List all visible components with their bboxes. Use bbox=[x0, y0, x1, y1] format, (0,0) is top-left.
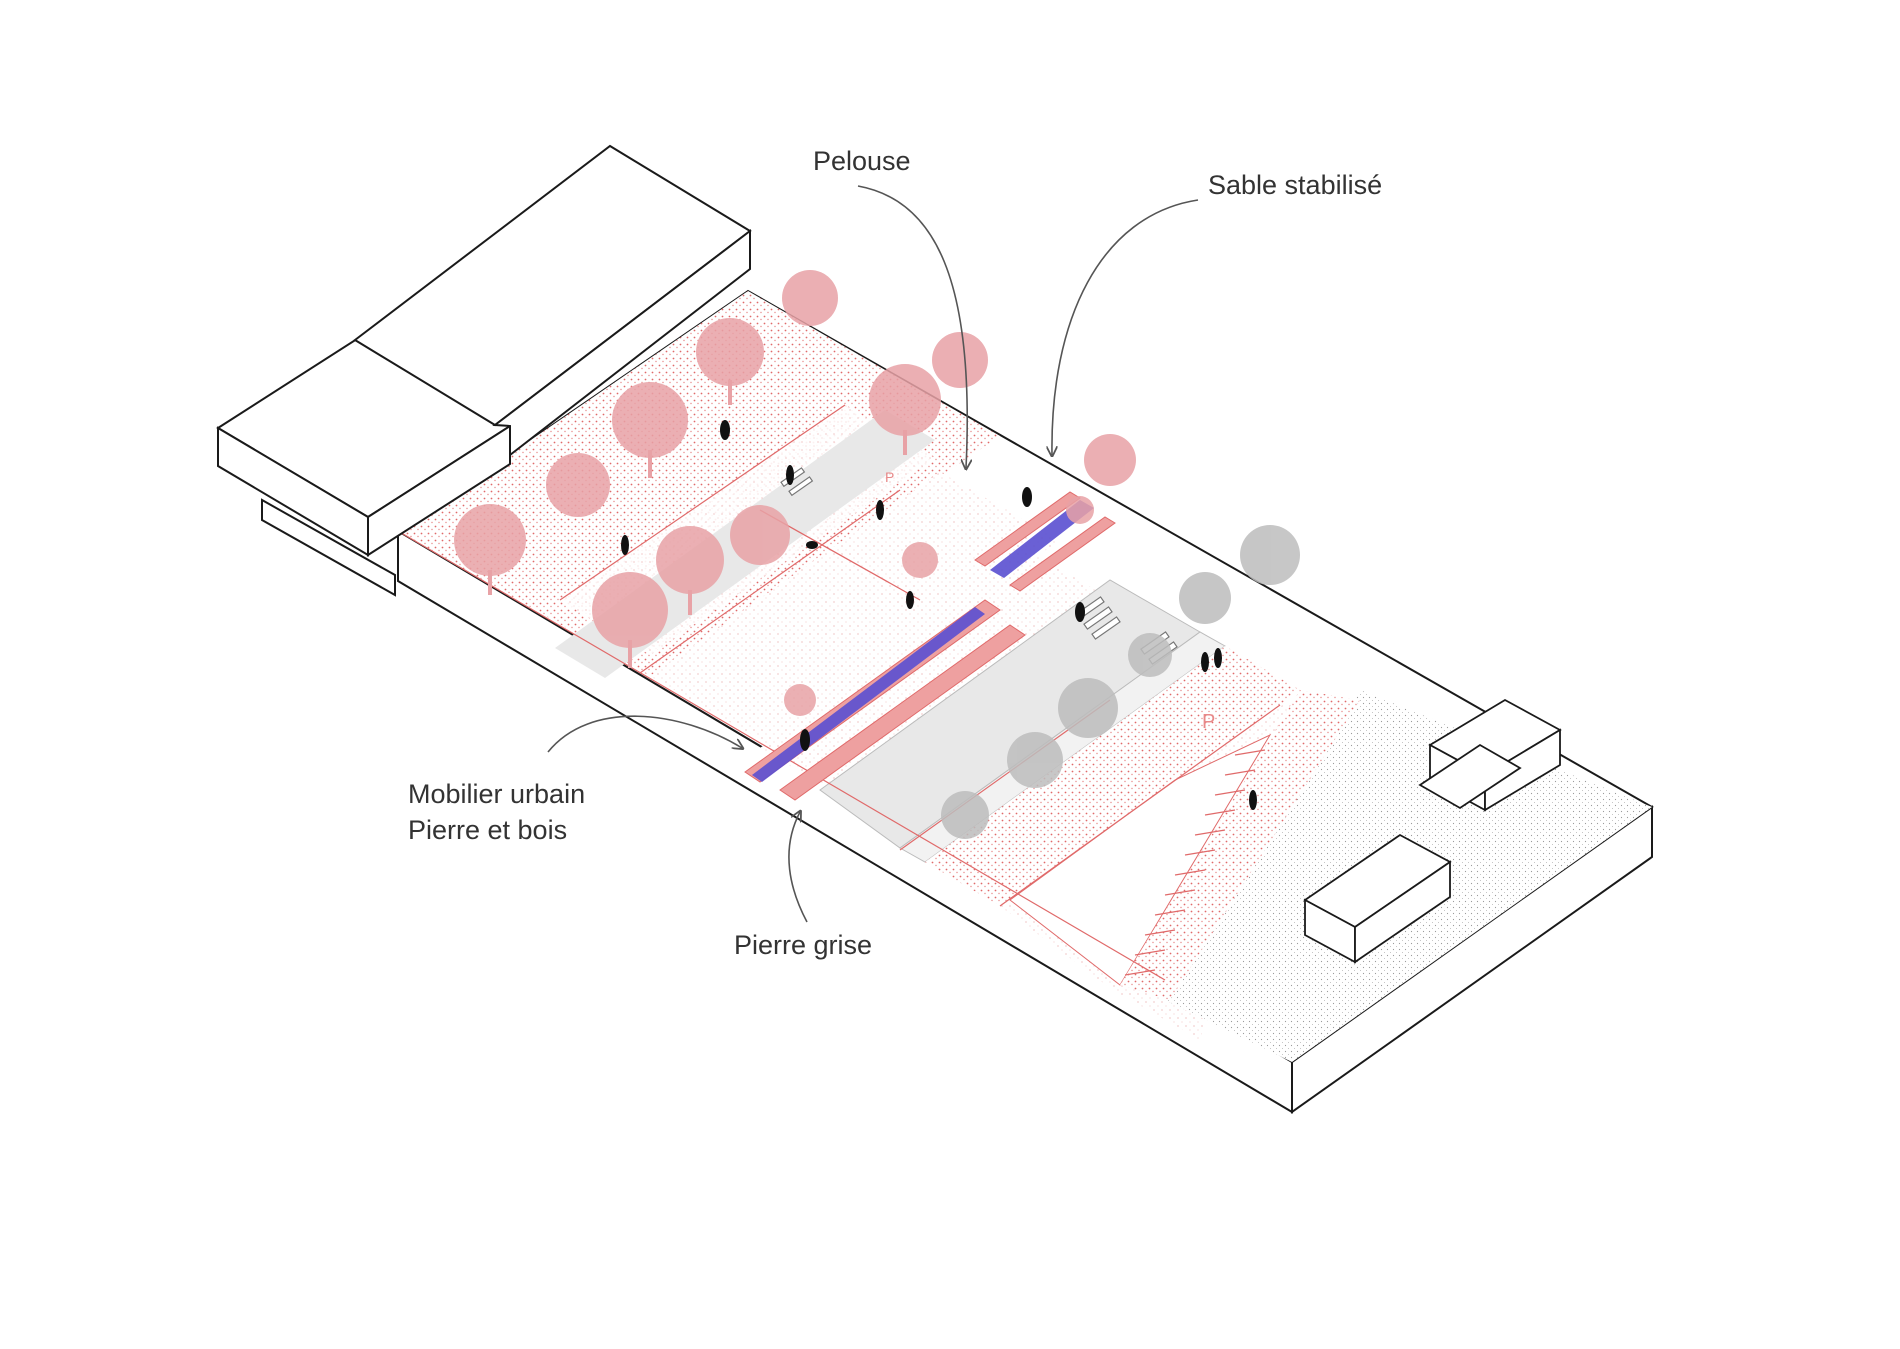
building-large bbox=[216, 144, 752, 597]
tree-pink bbox=[454, 504, 526, 576]
leader-lines bbox=[547, 185, 1199, 923]
garden-strip-1 bbox=[760, 552, 1110, 796]
label-pelouse: Pelouse bbox=[813, 146, 911, 176]
label-mobilier-line1: Mobilier urbain bbox=[408, 779, 586, 809]
leader-pierre bbox=[788, 812, 808, 923]
tree-grey bbox=[1058, 678, 1118, 738]
tree-grey bbox=[1240, 525, 1300, 585]
tree-pink bbox=[612, 382, 688, 458]
house-3-roof bbox=[1418, 743, 1522, 810]
water-channel-2 bbox=[990, 500, 1094, 578]
tree-pink bbox=[902, 542, 938, 578]
parking-sign-glyph-2: P bbox=[885, 469, 894, 485]
person bbox=[621, 535, 629, 555]
leader-pelouse bbox=[857, 185, 967, 468]
person bbox=[1201, 652, 1209, 672]
tree-pink bbox=[1066, 496, 1094, 524]
person bbox=[1214, 648, 1222, 668]
parking-stalls bbox=[1124, 749, 1266, 976]
houses bbox=[1303, 698, 1562, 964]
people bbox=[621, 420, 1257, 810]
sand-strip-right bbox=[1120, 690, 1360, 1000]
house-2-side bbox=[1354, 860, 1451, 964]
person bbox=[1075, 602, 1085, 622]
building-upper-side bbox=[492, 228, 751, 458]
lawn-zone-2 bbox=[650, 472, 1060, 745]
trees-pink bbox=[454, 270, 1136, 716]
tree-grey bbox=[941, 791, 989, 839]
person bbox=[876, 500, 884, 520]
tree-pink bbox=[696, 318, 764, 386]
label-pierre-grise: Pierre grise bbox=[734, 930, 873, 960]
person bbox=[906, 591, 914, 609]
water-channel-1 bbox=[752, 607, 985, 782]
person bbox=[806, 541, 818, 549]
tree-pink bbox=[592, 572, 668, 648]
tree-pink bbox=[656, 526, 724, 594]
furniture-strip-top-2 bbox=[1009, 516, 1116, 592]
label-mobilier-line2: Pierre et bois bbox=[408, 815, 568, 845]
label-mobilier-urbain: Mobilier urbain Pierre et bois bbox=[408, 776, 585, 848]
label-sable-stabilise: Sable stabilisé bbox=[1208, 170, 1383, 200]
person bbox=[720, 420, 730, 440]
parking-signs: P P bbox=[885, 469, 1215, 733]
tree-pink bbox=[782, 270, 838, 326]
trees-grey bbox=[941, 525, 1300, 839]
tree-pink bbox=[869, 364, 941, 436]
tree-grey bbox=[1007, 732, 1063, 788]
parking-sign-glyph-1: P bbox=[1202, 711, 1215, 733]
right-planted-strip bbox=[925, 646, 1300, 906]
tree-pink bbox=[1084, 434, 1136, 486]
plaza-sand-left bbox=[398, 291, 1000, 676]
tree-trunks bbox=[488, 380, 907, 668]
building-base bbox=[261, 498, 396, 597]
building-large-side bbox=[367, 424, 511, 557]
tree-pink bbox=[730, 505, 790, 565]
tree-pink bbox=[546, 453, 610, 517]
tree-grey bbox=[1179, 572, 1231, 624]
person bbox=[1022, 487, 1032, 507]
tree-grey bbox=[1128, 633, 1172, 677]
furniture-strip-right bbox=[779, 624, 1026, 801]
leader-sable bbox=[1052, 199, 1199, 455]
tree-pink bbox=[932, 332, 988, 388]
person bbox=[1249, 790, 1257, 810]
leader-mobilier bbox=[547, 715, 742, 753]
person bbox=[800, 729, 810, 751]
house-1-side bbox=[1484, 728, 1561, 812]
person bbox=[786, 465, 794, 485]
tree-pink bbox=[784, 684, 816, 716]
